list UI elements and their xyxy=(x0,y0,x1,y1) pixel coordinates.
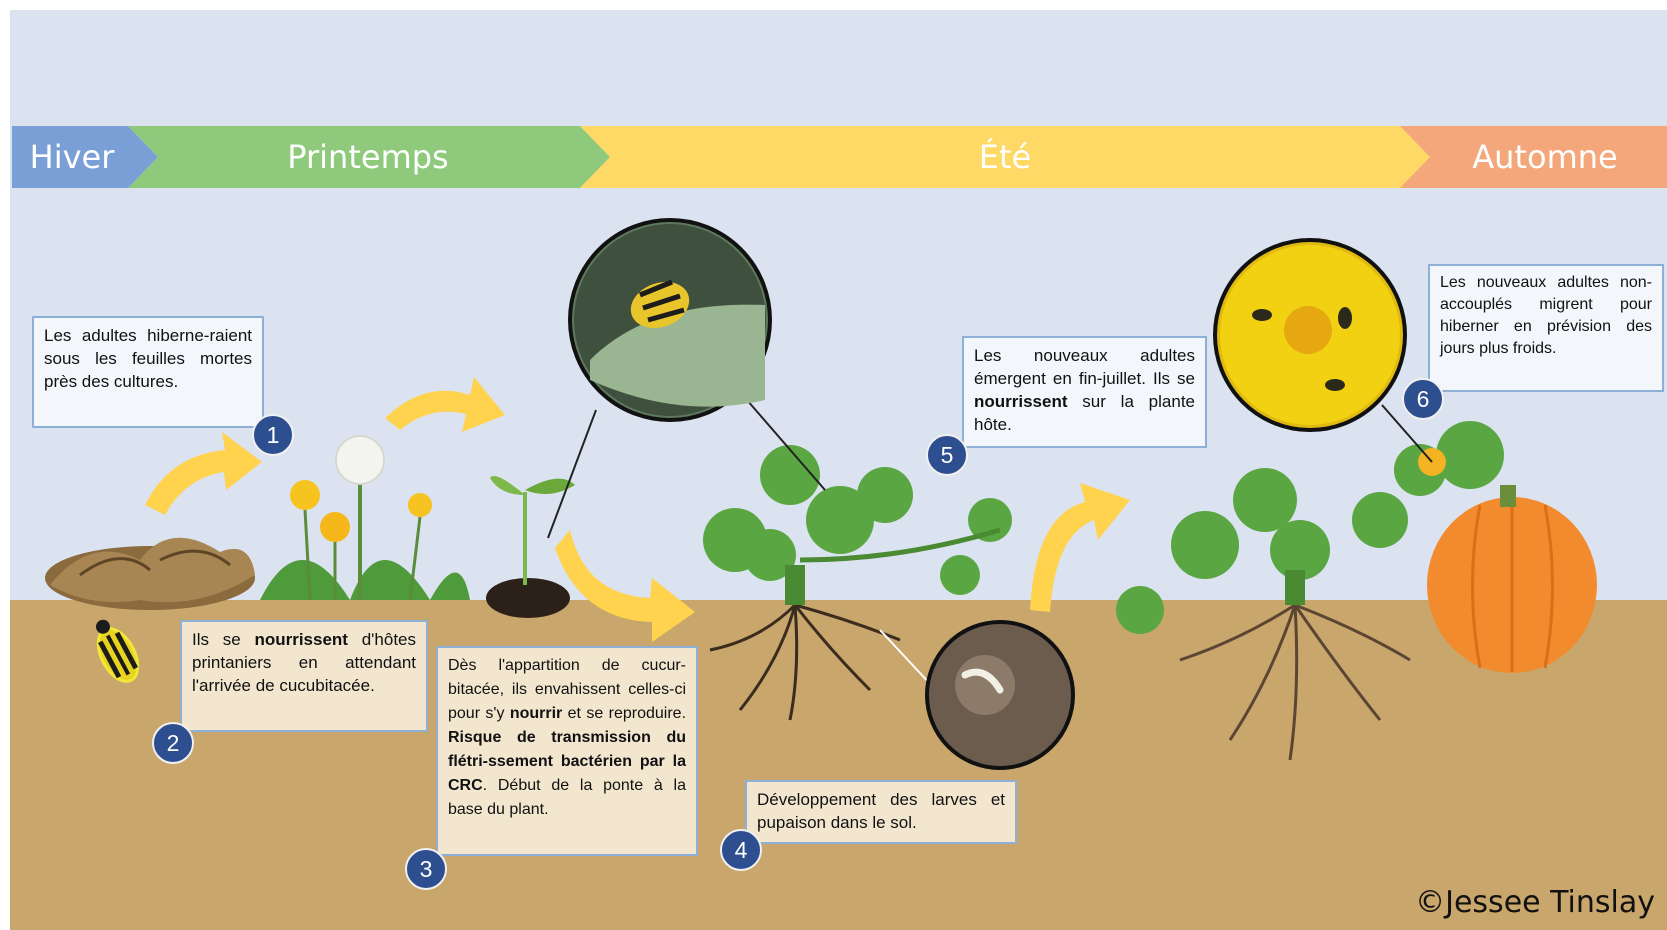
step-4-textbox: Développement des larves et pupaison dan… xyxy=(745,780,1017,844)
season-label-printemps: Printemps xyxy=(158,126,578,188)
step-6-textbox: Les nouveaux adultes non-accouplés migre… xyxy=(1428,264,1664,392)
step-5-bold: nourrissent xyxy=(974,392,1068,411)
step-2-text-a: Ils se xyxy=(192,630,254,649)
step-2-textbox: Ils se nourrissent d'hôtes printaniers e… xyxy=(180,620,428,732)
step-2-badge: 2 xyxy=(152,722,194,764)
step-6-badge: 6 xyxy=(1402,378,1444,420)
step-6-text: Les nouveaux adultes non-accouplés migre… xyxy=(1440,274,1652,357)
season-label-hiver: Hiver xyxy=(12,126,132,188)
step-5-badge: 5 xyxy=(926,434,968,476)
autumn-plant-icon xyxy=(1116,421,1597,760)
step-2-bold: nourrissent xyxy=(254,630,348,649)
beetle-magnifier-photo xyxy=(570,220,770,420)
step-1-badge: 1 xyxy=(252,414,294,456)
flower-beetles-magnifier-photo xyxy=(1215,240,1405,430)
step-1-textbox: Les adultes hiberne-raient sous les feui… xyxy=(32,316,264,428)
step-3-text-c: . Début de la ponte à la base du plant. xyxy=(448,777,686,818)
copyright-credit: ©Jessee Tinslay xyxy=(1415,885,1655,920)
step-5-text-a: Les nouveaux adultes émergent en fin-jui… xyxy=(974,346,1195,388)
dead-leaves-icon xyxy=(45,538,255,610)
step-1-text: Les adultes hiberne-raient sous les feui… xyxy=(44,326,252,391)
step-4-badge: 4 xyxy=(720,829,762,871)
step-5-textbox: Les nouveaux adultes émergent en fin-jui… xyxy=(962,336,1207,448)
step-3-bold-a: nourrir xyxy=(510,705,562,722)
pumpkin-icon xyxy=(1427,485,1597,673)
step-3-badge: 3 xyxy=(405,848,447,890)
larva-magnifier-photo xyxy=(927,622,1073,768)
step-3-text-b: et se reproduire. xyxy=(562,705,686,722)
dandelion-icon xyxy=(260,436,470,600)
season-label-automne: Automne xyxy=(1430,126,1660,188)
step-4-text: Développement des larves et pupaison dan… xyxy=(757,790,1005,832)
step-3-textbox: Dès l'appartition de cucur-bitacée, ils … xyxy=(436,646,698,856)
season-label-ete: Été xyxy=(610,126,1400,188)
beetle-icon xyxy=(84,612,148,690)
